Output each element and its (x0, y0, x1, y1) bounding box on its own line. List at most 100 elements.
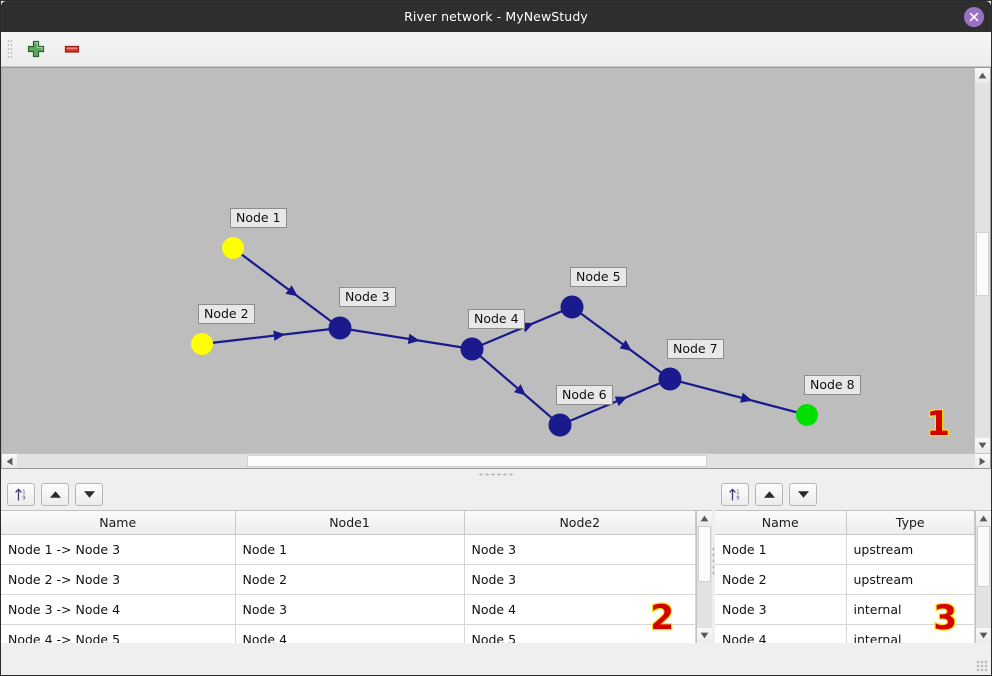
graph-vscroll-thumb[interactable] (976, 232, 989, 296)
table-cell[interactable]: Node 2 -> Node 3 (1, 564, 236, 595)
add-node-button[interactable] (23, 36, 49, 62)
graph-node-n6[interactable] (548, 413, 572, 437)
reach-scroll-down-button[interactable] (697, 628, 712, 643)
graph-edge-arrow (619, 339, 632, 351)
horizontal-splitter[interactable] (1, 469, 991, 479)
graph-node-label-n6[interactable]: Node 6 (556, 385, 613, 405)
remove-node-icon (64, 45, 80, 53)
node-move-up-button[interactable] (755, 483, 783, 506)
graph-node-label-n5[interactable]: Node 5 (570, 267, 627, 287)
graph-vertical-scrollbar[interactable] (974, 68, 990, 453)
reach-vscroll-track[interactable] (697, 526, 712, 628)
table-cell[interactable]: Node 4 -> Node 5 (1, 624, 236, 643)
reach-move-down-button[interactable] (75, 483, 103, 506)
graph-node-n2[interactable] (191, 333, 213, 355)
window-resize-grip[interactable] (976, 660, 988, 672)
graph-edge-arrow (740, 392, 753, 403)
table-cell[interactable]: Node 2 (235, 564, 465, 595)
reach-scroll-up-button[interactable] (697, 511, 712, 526)
graph-node-n1[interactable] (222, 237, 244, 259)
graph-node-n7[interactable] (658, 367, 682, 391)
chevron-up-icon (979, 515, 988, 522)
table-cell[interactable]: Node 4 (235, 624, 465, 643)
table-cell[interactable]: Node 3 (464, 534, 696, 565)
graph-node-label-n3[interactable]: Node 3 (339, 287, 396, 307)
node-table-vertical-scrollbar[interactable] (975, 511, 991, 643)
graph-node-n5[interactable] (560, 295, 584, 319)
table-cell[interactable]: internal (846, 624, 975, 643)
table-cell[interactable]: Node 3 (715, 594, 847, 625)
table-cell[interactable]: internal (846, 594, 975, 625)
reach-table-vertical-scrollbar[interactable] (696, 511, 712, 643)
table-cell[interactable]: Node 3 -> Node 4 (1, 594, 236, 625)
node-vscroll-thumb[interactable] (977, 526, 990, 588)
node-table-header-type[interactable]: Type (846, 511, 975, 535)
graph-scroll-down-button[interactable] (975, 438, 990, 453)
graph-node-n8[interactable] (796, 404, 818, 426)
remove-node-button[interactable] (59, 36, 85, 62)
graph-node-n4[interactable] (460, 337, 484, 361)
reach-move-up-button[interactable] (41, 483, 69, 506)
table-cell[interactable]: Node 3 (235, 594, 465, 625)
node-vscroll-track[interactable] (976, 526, 991, 628)
graph-hscroll-track[interactable] (17, 454, 975, 468)
graph-scroll-right-button[interactable] (975, 454, 990, 468)
arrow-down-icon (83, 491, 95, 498)
vertical-splitter[interactable] (712, 479, 715, 643)
node-scroll-down-button[interactable] (976, 628, 991, 643)
graph-node-label-n1[interactable]: Node 1 (230, 208, 287, 228)
graph-hscroll-thumb[interactable] (246, 455, 707, 467)
toolbar-drag-handle[interactable] (7, 39, 13, 59)
graph-edge (569, 382, 661, 422)
table-cell[interactable]: Node 1 (715, 534, 847, 565)
table-cell[interactable]: Node 4 (464, 594, 696, 625)
graph-scroll-left-button[interactable] (2, 454, 17, 468)
reach-sort-button[interactable]: 1 9 (7, 483, 35, 506)
node-table-header-name[interactable]: Name (715, 511, 847, 535)
table-cell[interactable]: Node 3 (464, 564, 696, 595)
reach-table-header-node2[interactable]: Node2 (464, 511, 696, 535)
table-cell[interactable]: Node 5 (464, 624, 696, 643)
graph-node-label-n8[interactable]: Node 8 (804, 375, 861, 395)
node-scroll-up-button[interactable] (976, 511, 991, 526)
table-cell[interactable]: upstream (846, 564, 975, 595)
node-move-down-button[interactable] (789, 483, 817, 506)
network-graph-canvas[interactable]: Node 1 Node 2 Node 3 Node 4 Node 5 Node 6 Node… (2, 68, 974, 453)
graph-node-label-n2[interactable]: Node 2 (198, 304, 255, 324)
reach-table-header-node1[interactable]: Node1 (235, 511, 465, 535)
graph-node-label-n7[interactable]: Node 7 (667, 339, 724, 359)
table-cell[interactable]: upstream (846, 534, 975, 565)
graph-horizontal-scrollbar[interactable] (2, 453, 990, 468)
graph-node-label-n4[interactable]: Node 4 (468, 309, 525, 329)
graph-node-n3[interactable] (328, 316, 352, 340)
close-window-button[interactable] (964, 6, 984, 27)
chevron-up-icon (700, 515, 709, 522)
graph-scroll-up-button[interactable] (975, 68, 990, 83)
graph-edge-arrow (513, 384, 527, 396)
reach-table-header-name[interactable]: Name (1, 511, 236, 535)
graph-vscroll-track[interactable] (975, 83, 990, 438)
table-cell[interactable]: Node 1 -> Node 3 (1, 534, 236, 565)
close-icon (969, 12, 979, 21)
table-cell[interactable]: Node 4 (715, 624, 847, 643)
node-sort-button[interactable]: 1 9 (721, 483, 749, 506)
table-cell[interactable]: Node 1 (235, 534, 465, 565)
window-title: River network - MyNewStudy (404, 9, 588, 24)
table-cell[interactable]: Node 2 (715, 564, 847, 595)
annotation-marker-3: 3 (932, 598, 958, 638)
reach-vscroll-thumb[interactable] (698, 526, 711, 583)
